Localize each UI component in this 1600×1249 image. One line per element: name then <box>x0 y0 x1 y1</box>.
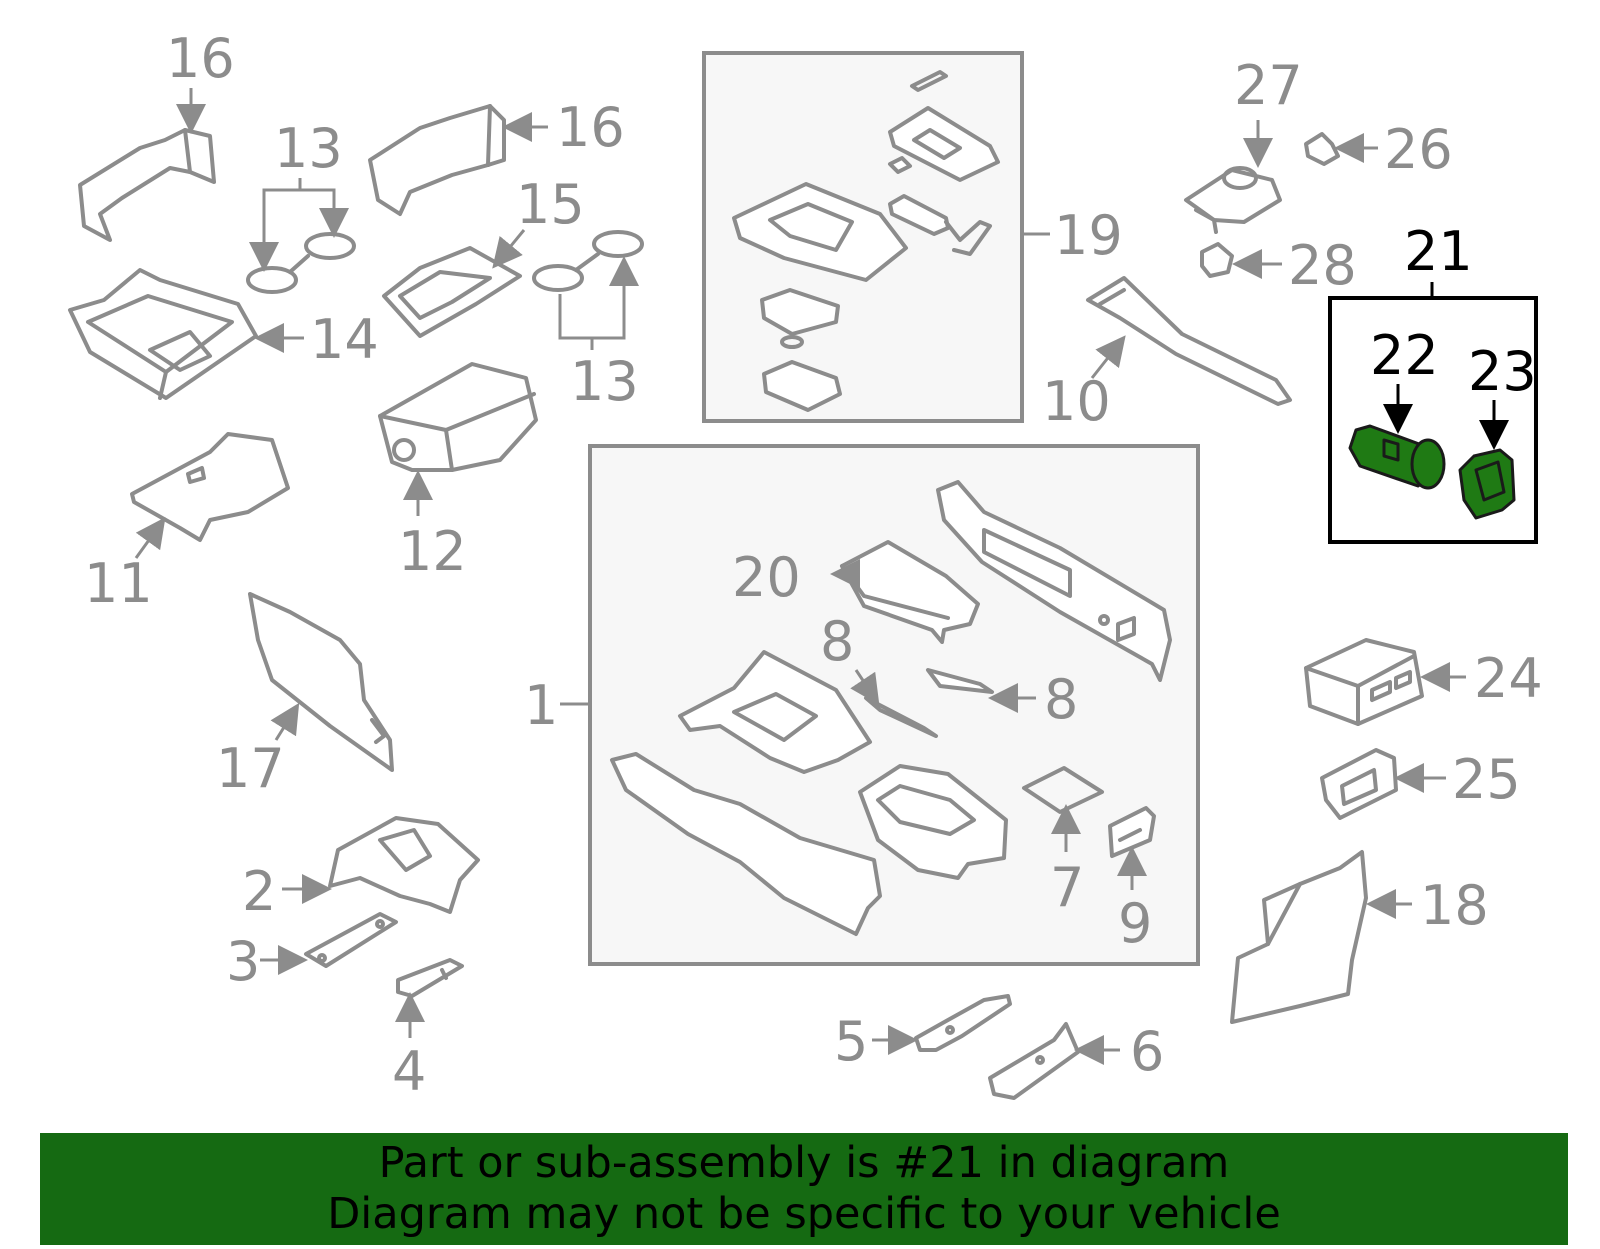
part-28-clip <box>1200 242 1234 278</box>
part-12-armrest-base <box>378 362 538 472</box>
part-10-trim-strip <box>1086 276 1292 406</box>
callout-28: 28 <box>1288 234 1357 297</box>
callout-8-right: 8 <box>1044 668 1078 731</box>
part-2-shifter-bracket <box>328 816 480 914</box>
callout-1: 1 <box>524 674 558 737</box>
part-19-shifter-bezel-assembly <box>732 70 1000 412</box>
part-27-controller-knob <box>1184 166 1282 234</box>
callout-15: 15 <box>516 173 585 236</box>
callout-18: 18 <box>1420 874 1489 937</box>
leader-17 <box>270 702 300 741</box>
callout-27: 27 <box>1234 54 1303 117</box>
callout-20: 20 <box>732 546 801 609</box>
banner-line-disclaimer: Diagram may not be specific to your vehi… <box>327 1189 1281 1239</box>
part-25-usb-bezel <box>1320 748 1398 820</box>
callout-12: 12 <box>398 520 467 583</box>
leader-10 <box>1090 335 1126 379</box>
callout-22: 22 <box>1370 324 1439 387</box>
part-11-mounting-plate <box>130 432 290 542</box>
callout-4: 4 <box>392 1040 426 1103</box>
callout-5: 5 <box>834 1010 868 1073</box>
part-16-right-bracket <box>368 104 506 216</box>
part-5-bracket <box>914 994 1012 1052</box>
callout-26: 26 <box>1384 118 1453 181</box>
part-13-right-rings <box>532 230 644 292</box>
part-4-clip <box>396 958 464 998</box>
part-15-storage-bin <box>382 246 522 338</box>
callout-16-right: 16 <box>556 96 625 159</box>
part-17-side-panel <box>248 592 394 772</box>
part-16-left-bracket <box>78 128 216 242</box>
callout-3: 3 <box>226 930 260 993</box>
callout-14: 14 <box>310 308 379 371</box>
part-3-bracket <box>304 912 398 968</box>
callout-9: 9 <box>1118 892 1152 955</box>
part-24-usb-module <box>1304 638 1424 726</box>
part-1-console-assembly <box>610 480 1172 936</box>
callout-7: 7 <box>1050 856 1084 919</box>
leader-15 <box>492 229 526 269</box>
leader-11 <box>134 517 166 559</box>
callout-16-left: 16 <box>166 27 235 90</box>
banner-line-part-number: Part or sub-assembly is #21 in diagram <box>378 1138 1230 1188</box>
part-6-bracket <box>988 1022 1080 1100</box>
callout-21: 21 <box>1404 220 1473 283</box>
part-14-console-tray <box>68 268 258 400</box>
callout-17: 17 <box>216 737 285 800</box>
part-18-side-trim-panel <box>1230 850 1368 1024</box>
callout-23: 23 <box>1468 340 1537 403</box>
callout-13-top: 13 <box>274 117 343 180</box>
callout-10: 10 <box>1042 370 1111 433</box>
part-23-power-outlet-cap <box>1458 448 1516 520</box>
callout-6: 6 <box>1130 1020 1164 1083</box>
callout-2: 2 <box>242 860 276 923</box>
leader-13-left <box>262 188 349 264</box>
part-info-banner: Part or sub-assembly is #21 in diagram D… <box>40 1133 1568 1245</box>
leader-13-right <box>558 256 639 340</box>
callout-25: 25 <box>1452 748 1521 811</box>
callout-24: 24 <box>1474 647 1543 710</box>
part-26-clip <box>1304 132 1340 166</box>
leader-8-left <box>850 669 880 705</box>
assembly-box-1 <box>588 444 1200 966</box>
callout-19: 19 <box>1054 204 1123 267</box>
callout-8-left: 8 <box>820 610 854 673</box>
callout-13-bottom: 13 <box>570 350 639 413</box>
callout-11: 11 <box>84 552 153 615</box>
part-22-power-outlet-socket <box>1348 424 1446 490</box>
